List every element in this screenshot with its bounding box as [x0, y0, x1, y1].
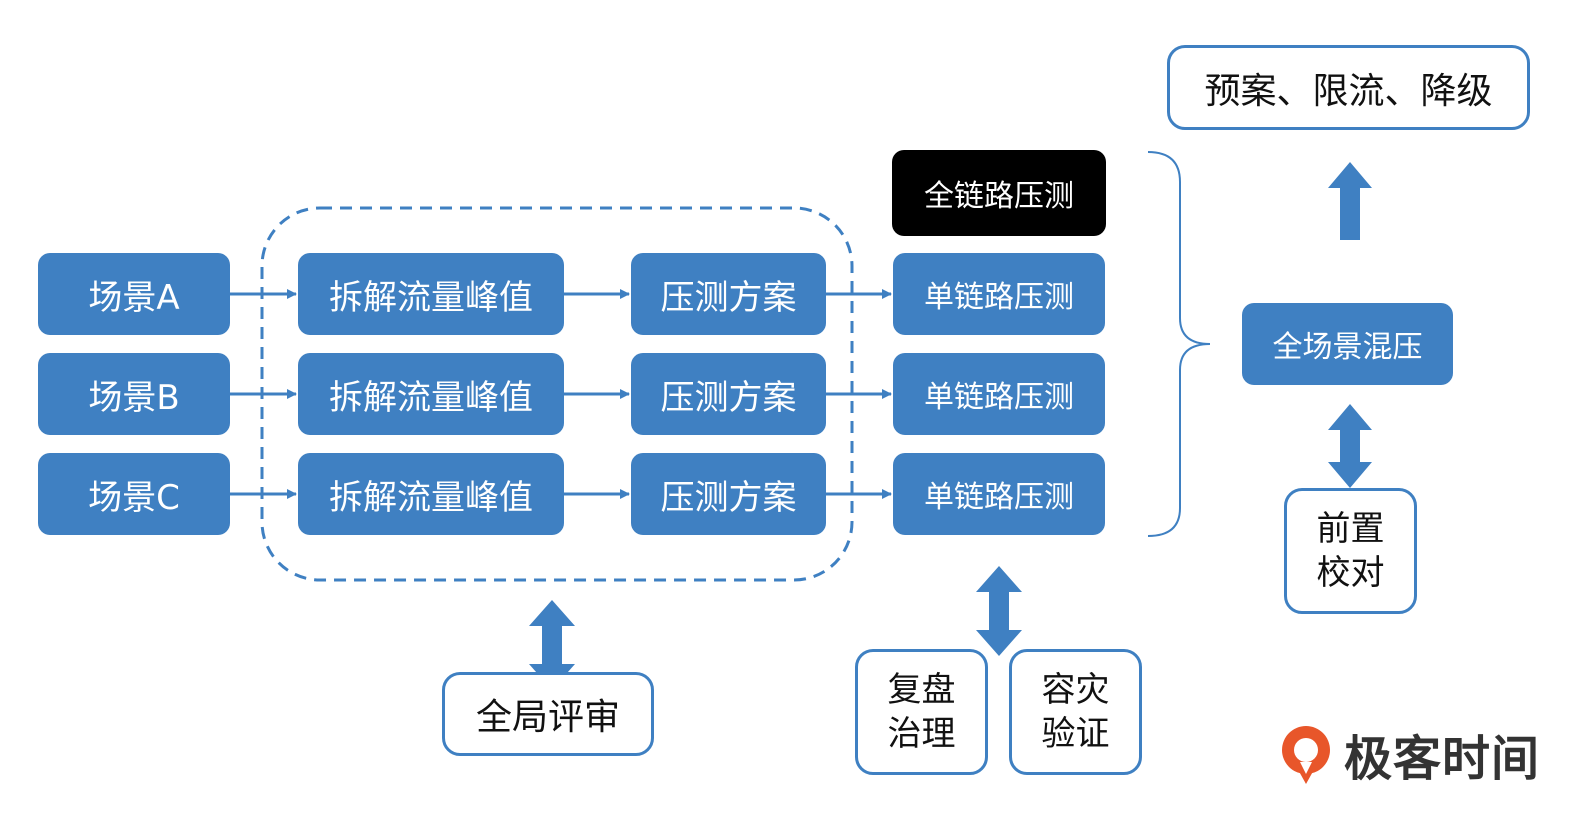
review-line2: 治理 [887, 714, 956, 754]
row-arrows [230, 289, 892, 499]
brand-logo-icon [1282, 726, 1330, 784]
test-plan-a: 压测方案 [631, 253, 826, 335]
single-link-test-a: 单链路压测 [893, 253, 1105, 335]
scenario-b: 场景B [38, 353, 230, 435]
up-arrow-to-plan [1328, 162, 1372, 240]
double-arrow-mixed-preverify [1328, 404, 1372, 488]
test-plan-b: 压测方案 [631, 353, 826, 435]
preverify-line1: 前置 [1316, 509, 1385, 549]
single-link-test-c: 单链路压测 [893, 453, 1105, 535]
double-arrow-single-review [976, 566, 1022, 656]
brand-logo: 极客时间 [1278, 722, 1541, 787]
preverify-line2: 校对 [1316, 553, 1385, 593]
full-scene-mixed-test: 全场景混压 [1242, 303, 1453, 385]
double-arrow-group-review [529, 600, 575, 690]
disaster-recovery-box: 容灾 验证 [1009, 649, 1142, 775]
brand-name: 极客时间 [1344, 731, 1541, 787]
full-link-test: 全链路压测 [892, 150, 1106, 236]
disaster-line2: 验证 [1041, 714, 1110, 754]
test-plan-c: 压测方案 [631, 453, 826, 535]
contingency-box: 预案、限流、降级 [1167, 45, 1530, 130]
pre-verify-box: 前置 校对 [1284, 488, 1417, 614]
review-line1: 复盘 [887, 670, 956, 710]
merge-brace [1147, 151, 1211, 537]
scenario-a: 场景A [38, 253, 230, 335]
split-peak-a: 拆解流量峰值 [298, 253, 564, 335]
disaster-line1: 容灾 [1041, 670, 1110, 710]
single-link-test-b: 单链路压测 [893, 353, 1105, 435]
split-peak-c: 拆解流量峰值 [298, 453, 564, 535]
split-peak-b: 拆解流量峰值 [298, 353, 564, 435]
scenario-c: 场景C [38, 453, 230, 535]
global-review-box: 全局评审 [442, 672, 654, 756]
review-governance-box: 复盘 治理 [855, 649, 988, 775]
